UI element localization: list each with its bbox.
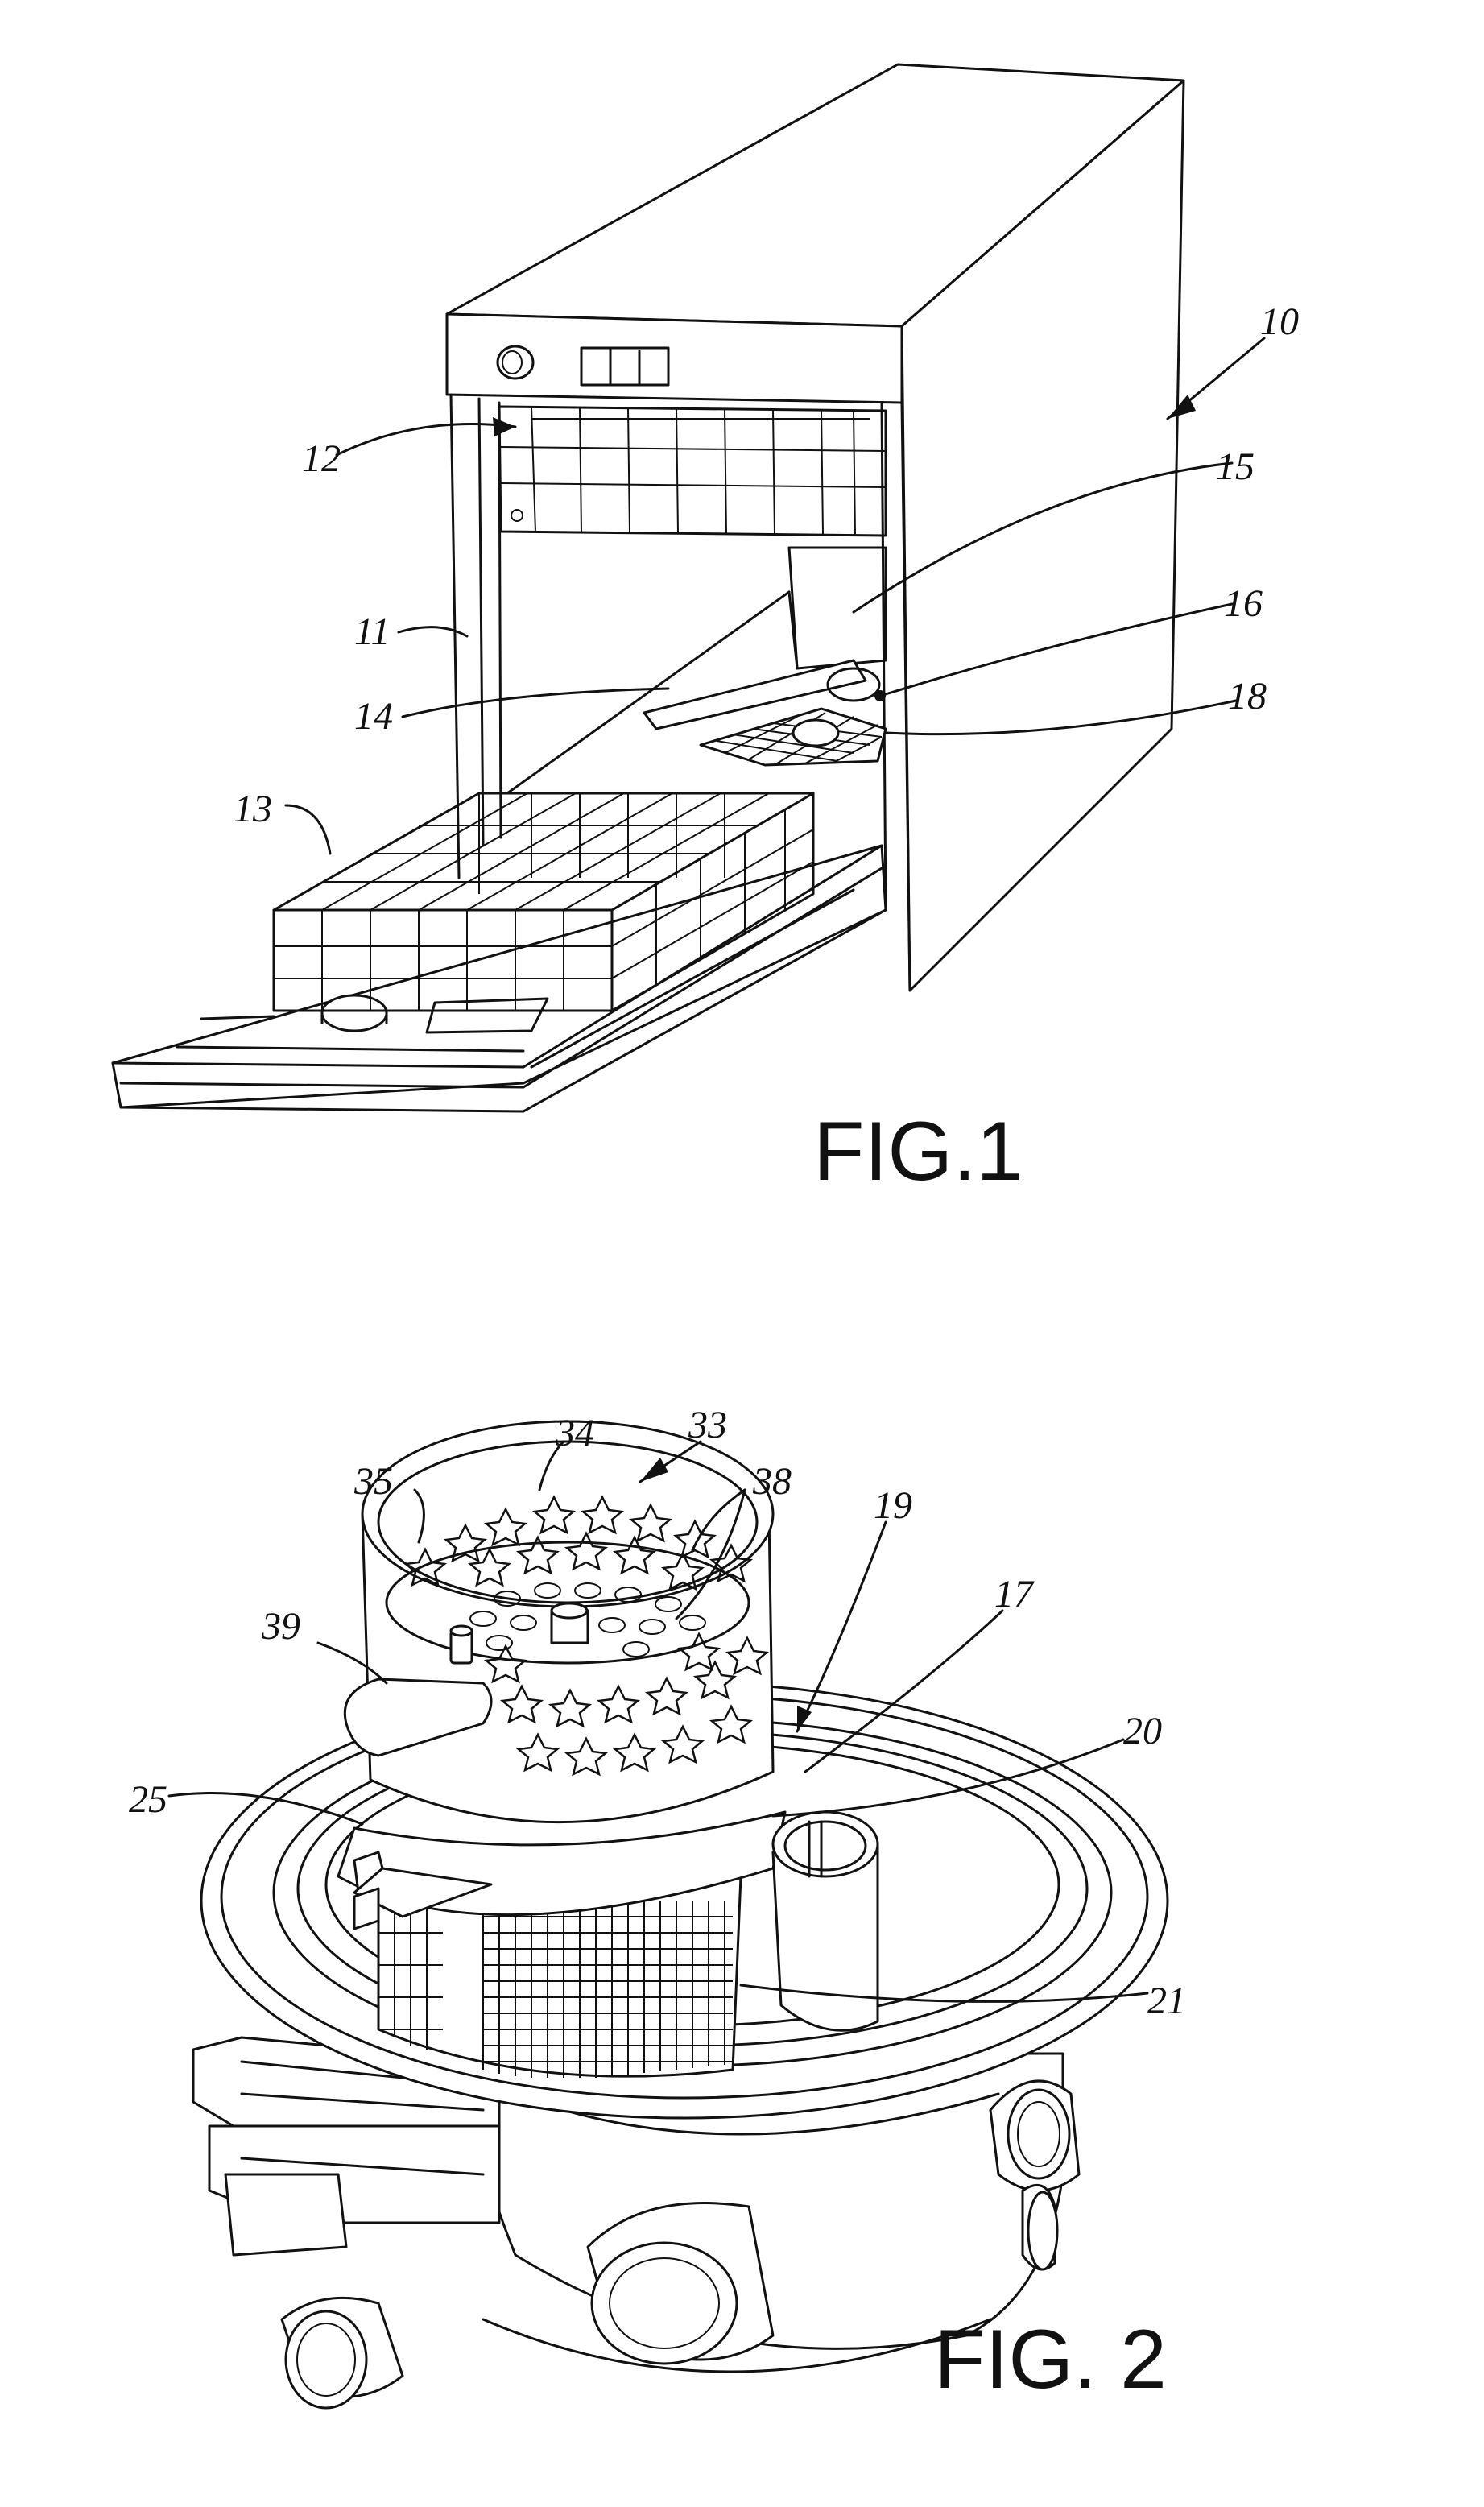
ref-label-14: 14 xyxy=(354,695,393,738)
ref-label-19: 19 xyxy=(874,1484,912,1527)
ref-label-13: 13 xyxy=(234,788,272,830)
ref-label-18: 18 xyxy=(1228,675,1267,718)
figure-1-dishwasher: 10 12 15 11 16 18 14 13 FIG.1 xyxy=(113,64,1299,1198)
figure-2-caption: FIG. 2 xyxy=(934,2313,1167,2406)
ref-label-35: 35 xyxy=(353,1460,393,1503)
ref-label-33: 33 xyxy=(688,1404,727,1446)
ref-label-15: 15 xyxy=(1216,445,1255,488)
dishwasher-cabinet xyxy=(447,64,1184,991)
leader-14 xyxy=(403,689,668,717)
ref-label-39: 39 xyxy=(261,1605,300,1648)
upper-basket xyxy=(499,407,886,536)
ref-label-20: 20 xyxy=(1123,1710,1162,1752)
ref-label-38: 38 xyxy=(752,1460,792,1503)
ref-label-17: 17 xyxy=(994,1573,1035,1615)
sump-filter-plate xyxy=(701,709,886,765)
ref-label-25: 25 xyxy=(129,1778,167,1821)
ref-label-10: 10 xyxy=(1260,300,1299,343)
leader-12 xyxy=(337,424,515,455)
leader-13 xyxy=(286,805,330,854)
figure-1-caption: FIG.1 xyxy=(813,1105,1023,1198)
figure-2-filter-assembly: 34 33 35 38 19 17 39 20 25 21 FIG. 2 xyxy=(129,1404,1186,2408)
ref-label-16: 16 xyxy=(1224,582,1263,625)
ref-label-11: 11 xyxy=(354,610,390,653)
ref-label-12: 12 xyxy=(302,437,341,480)
ref-label-21: 21 xyxy=(1147,1980,1186,2022)
leader-11 xyxy=(399,627,467,636)
detergent-dispenser xyxy=(322,995,387,1031)
ref-label-34: 34 xyxy=(555,1412,594,1454)
